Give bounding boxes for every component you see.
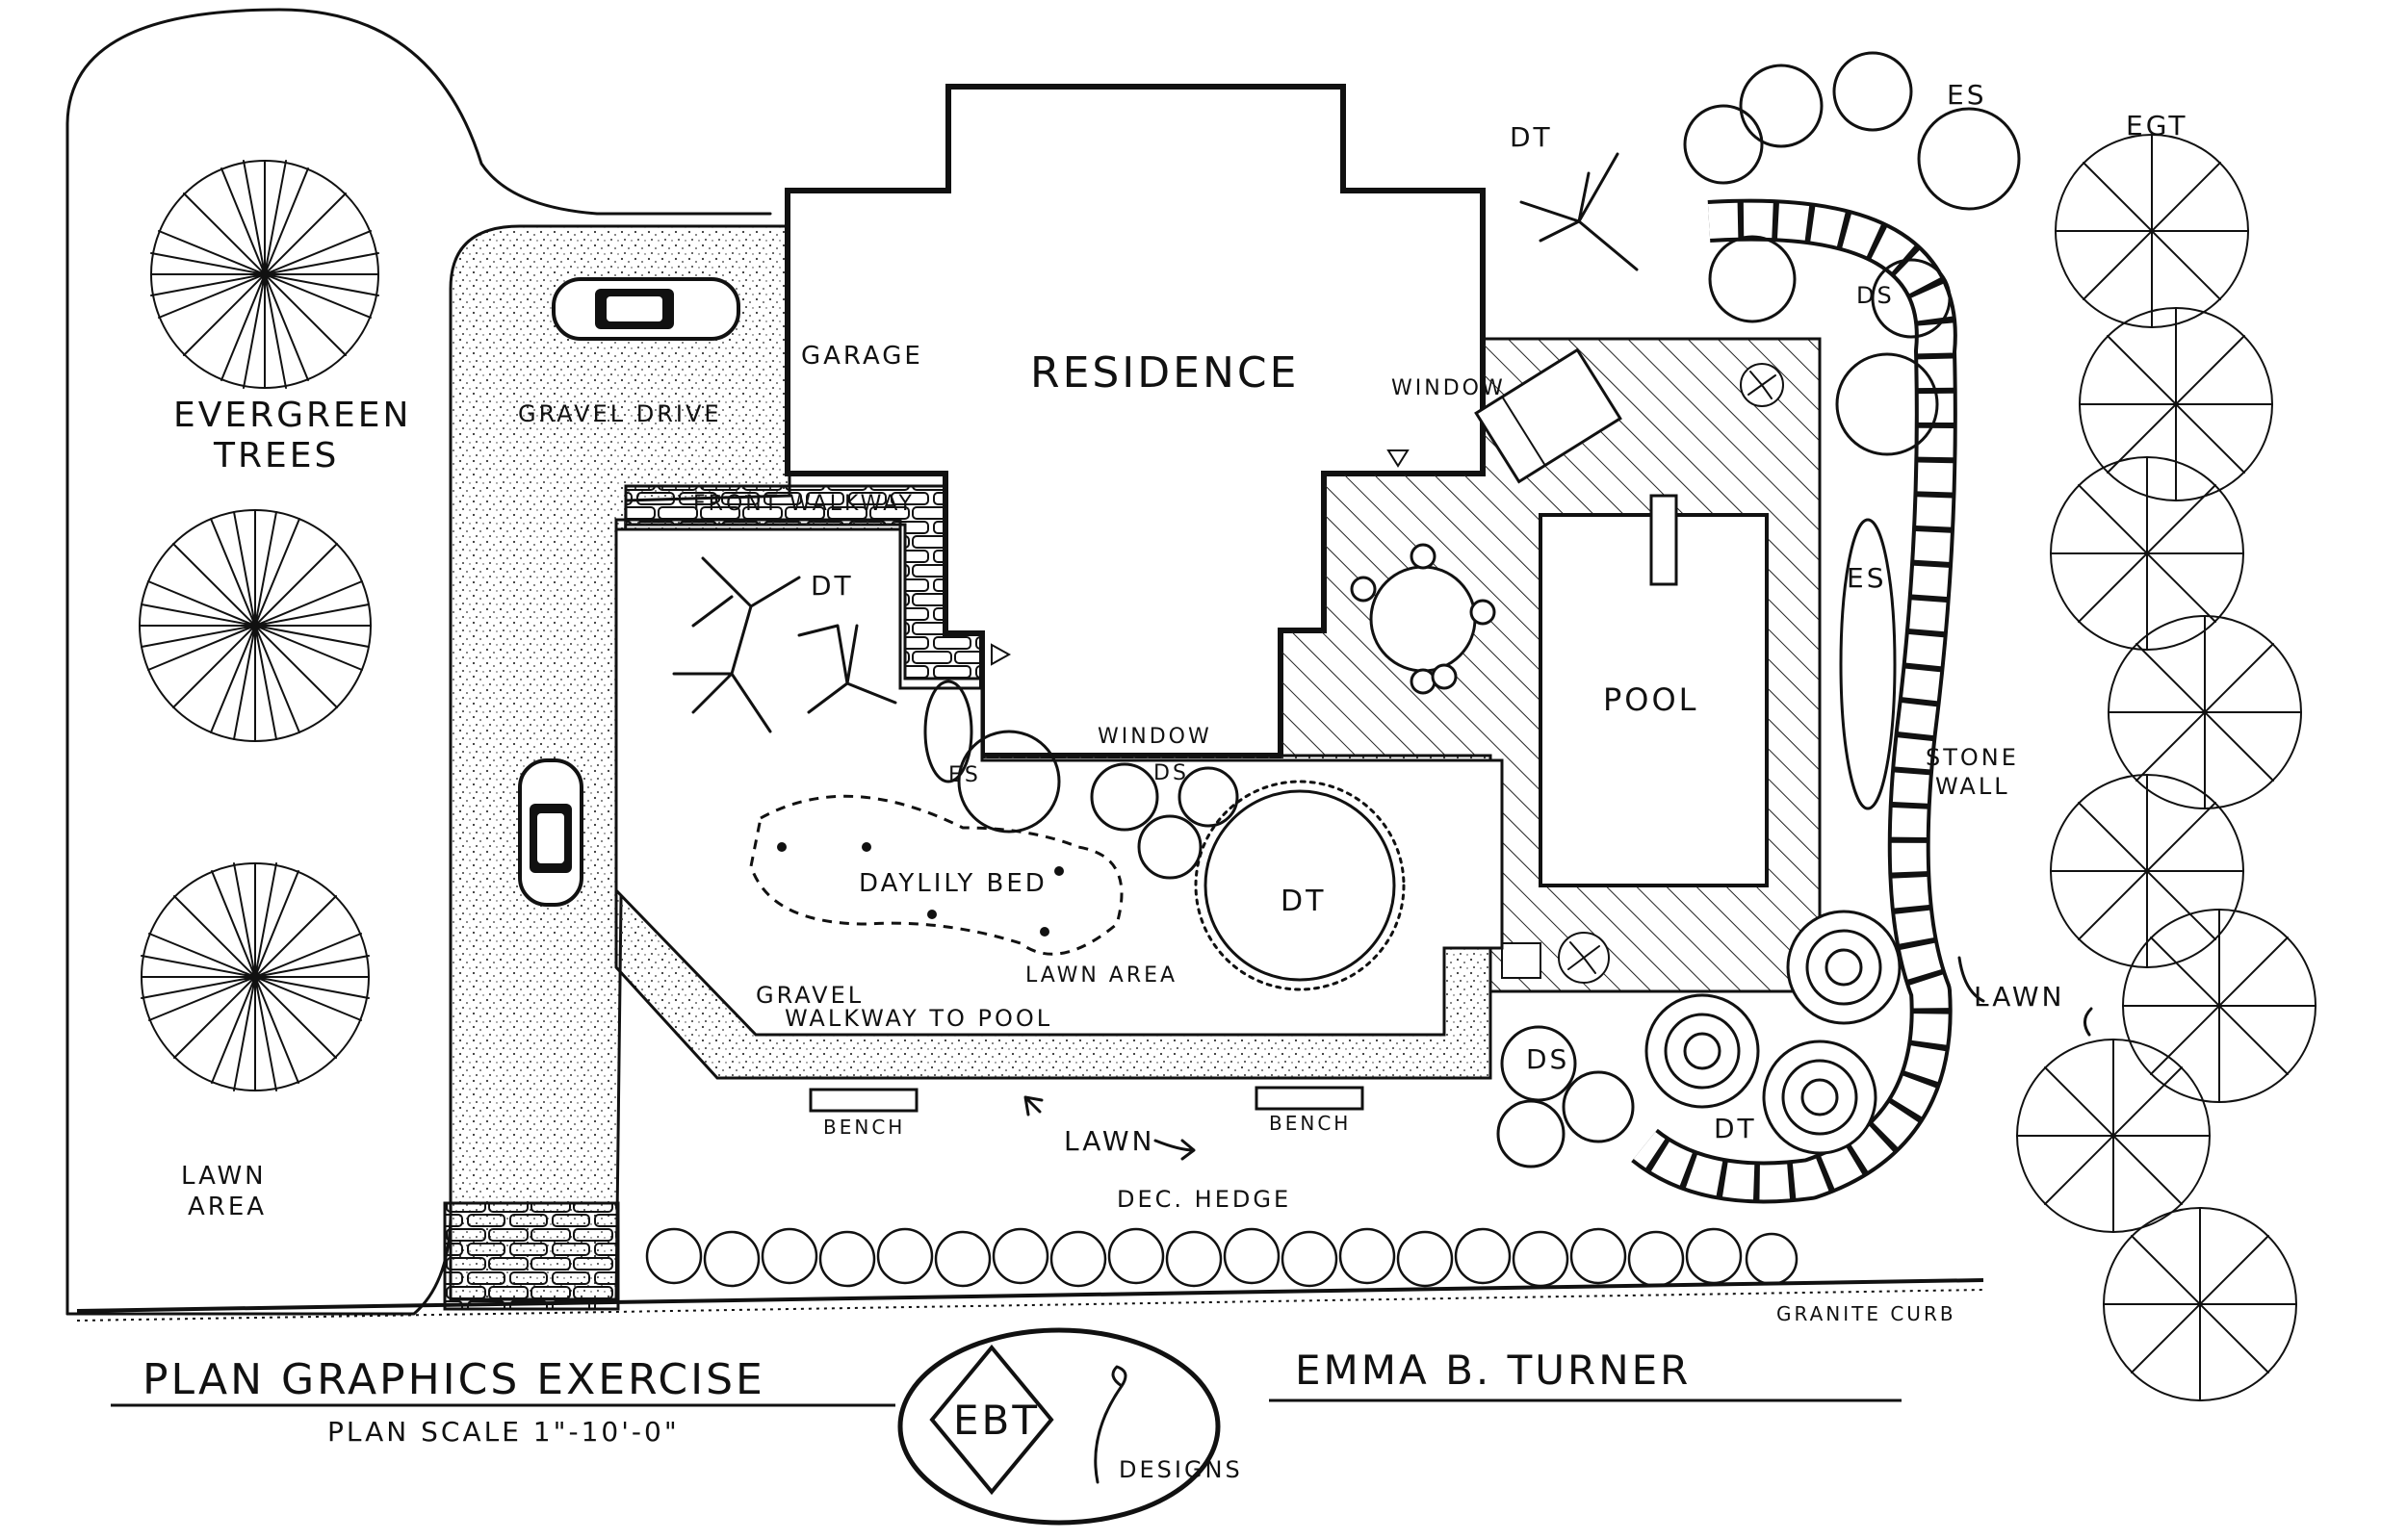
label-window-south: WINDOW: [1098, 725, 1212, 749]
label-bench-2: BENCH: [1269, 1112, 1351, 1135]
evergreen-tree: [150, 160, 379, 389]
label-dec-hedge: DEC. HEDGE: [1117, 1186, 1291, 1213]
evergreen-shrubs: [923, 51, 2021, 834]
deck-step: [1501, 942, 1541, 979]
evergreen-tree-row: [2016, 134, 2316, 1401]
designer-name: EMMA B. TURNER: [1295, 1347, 1691, 1394]
label-es-2: ES: [1847, 562, 1886, 594]
logo-flower: [1094, 1365, 1127, 1484]
evergreen-tree: [139, 509, 372, 742]
lawn-arrow: [1023, 1095, 1044, 1116]
label-pool: POOL: [1603, 681, 1699, 718]
decorative-hedge: [645, 1227, 1799, 1288]
label-egt: EGT: [2126, 110, 2188, 141]
granite-curb-edge: [76, 1289, 1984, 1322]
label-ds-2: DS: [1526, 1043, 1569, 1075]
label-granite-curb: GRANITE CURB: [1776, 1302, 1956, 1325]
label-ds-1: DS: [1153, 761, 1189, 785]
label-daylily-bed: DAYLILY BED: [859, 869, 1048, 898]
label-window-east: WINDOW: [1391, 376, 1506, 400]
logo-letters: EBT: [953, 1397, 1040, 1444]
logo-text: DESIGNS: [1119, 1456, 1243, 1483]
pool: [1539, 513, 1769, 887]
label-lawn-area-left-1: LAWN: [181, 1162, 267, 1191]
label-gravel-walkway-1: GRAVEL: [756, 982, 864, 1009]
plan-title: PLAN GRAPHICS EXERCISE: [142, 1355, 765, 1404]
label-stone-wall-2: WALL: [1935, 773, 2010, 800]
label-dt-4: DT: [1714, 1113, 1757, 1144]
plan-scale: PLAN SCALE 1"-10'-0": [327, 1416, 680, 1448]
label-gravel-walkway-2: WALKWAY TO POOL: [785, 1005, 1052, 1032]
daylily-stars: [777, 842, 1064, 937]
lawn-arrow: [1957, 956, 2093, 1037]
label-evergreen: EVERGREEN: [173, 396, 411, 435]
label-lawn-center: LAWN: [1064, 1125, 1155, 1157]
car-west: [518, 758, 583, 907]
lawn-arrow: [1153, 1139, 1196, 1161]
label-es-1: ES: [948, 763, 981, 787]
label-lawn-area-center: LAWN AREA: [1025, 963, 1178, 988]
bench: [809, 1088, 919, 1113]
deciduous-tree-group: [1644, 910, 1902, 1155]
daylily-bed: [749, 794, 1124, 956]
patio-table: [1350, 543, 1496, 695]
lawn-area-outline: [65, 8, 772, 1316]
deciduous-tree: [672, 152, 1639, 991]
deciduous-shrubs: [1090, 235, 1952, 1168]
label-residence: RESIDENCE: [1030, 348, 1299, 398]
label-front-walkway: FRONT WALKWAY: [693, 492, 915, 516]
label-dt-3: DT: [1510, 121, 1553, 153]
stone-wall-joints: [1633, 202, 1954, 1200]
label-es-3: ES: [1947, 79, 1986, 111]
label-dt-2: DT: [1281, 885, 1326, 918]
diving-board: [1649, 494, 1678, 586]
label-gravel-drive: GRAVEL DRIVE: [518, 400, 722, 427]
granite-curb: [76, 1278, 1984, 1313]
label-stone-wall-1: STONE: [1926, 744, 2019, 771]
label-ds-3: DS: [1856, 282, 1895, 309]
car-north: [552, 277, 740, 341]
window-marker: [1386, 449, 1410, 468]
label-trees: TREES: [213, 436, 339, 475]
drive-apron-stones: [443, 1201, 620, 1311]
label-dt-1: DT: [811, 570, 854, 602]
entry-marker: [991, 643, 1012, 666]
pinwheel-fountain: [1558, 363, 1784, 984]
label-bench-1: BENCH: [823, 1116, 905, 1139]
logo-oval: [897, 1327, 1221, 1526]
lounge-chair: [1474, 347, 1622, 484]
label-garage: GARAGE: [801, 342, 923, 371]
evergreen-tree: [141, 862, 370, 1091]
bench: [1255, 1086, 1364, 1111]
logo-diamond: [929, 1344, 1054, 1496]
label-lawn-area-left-2: AREA: [188, 1193, 267, 1221]
label-lawn-right: LAWN: [1974, 981, 2065, 1013]
